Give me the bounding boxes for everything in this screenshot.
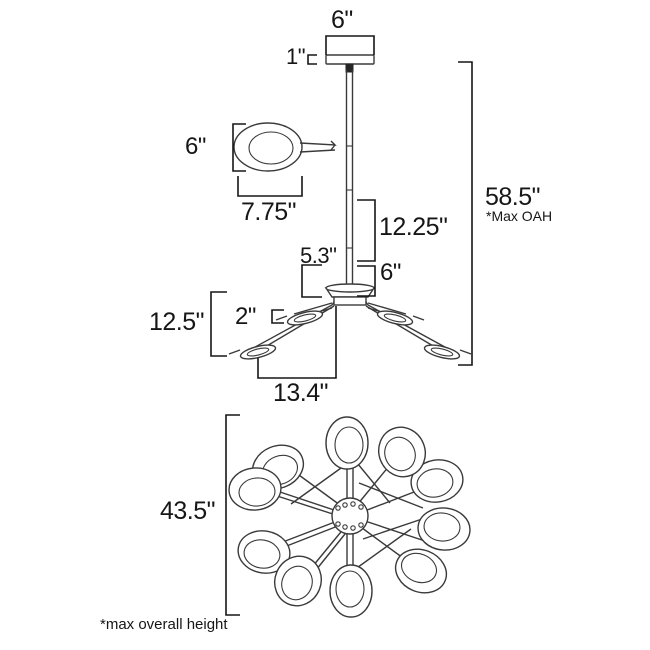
label-shade-width: 7.75" xyxy=(241,198,297,226)
label-shade-height: 6" xyxy=(185,133,206,160)
canopy xyxy=(325,54,375,73)
bracket-overall-diameter xyxy=(225,414,240,616)
bracket-canopy-width xyxy=(325,35,375,55)
bracket-shade-thickness xyxy=(271,309,284,324)
label-arm-drop: 12.5" xyxy=(149,308,205,336)
label-canopy-width: 6" xyxy=(331,6,353,34)
bracket-max-oah xyxy=(458,61,473,366)
plan-hub xyxy=(331,497,369,535)
bracket-canopy-height xyxy=(307,54,317,65)
plan-shade xyxy=(417,507,471,551)
label-upper-rod: 12.25" xyxy=(379,213,448,241)
shade-detail-view xyxy=(233,122,337,172)
plan-shades xyxy=(228,416,471,618)
label-shade-thickness: 2" xyxy=(235,303,256,330)
plan-shade xyxy=(378,426,426,478)
bracket-arm-drop xyxy=(210,291,227,357)
plan-shade xyxy=(237,530,291,574)
label-canopy-height: 1" xyxy=(286,44,306,69)
label-overall-diameter: 43.5" xyxy=(160,497,216,525)
plan-shade xyxy=(325,416,369,470)
bracket-shade-height xyxy=(232,123,246,172)
bracket-arm-spread xyxy=(257,306,337,379)
plan-shade xyxy=(410,459,464,503)
bracket-shade-width xyxy=(237,176,303,197)
bracket-lower-rod xyxy=(357,265,376,297)
label-max-oah: 58.5" xyxy=(485,183,541,211)
plan-shade xyxy=(274,555,322,607)
label-max-oah-note: *Max OAH xyxy=(486,208,553,224)
label-hub-offset: 5.3" xyxy=(300,243,337,268)
hub-assembly xyxy=(324,283,376,306)
arm-group-right xyxy=(365,301,472,360)
elevation-view xyxy=(228,54,472,360)
label-arm-spread: 13.4" xyxy=(273,379,329,407)
footnote-max-overall-height: *max overall height xyxy=(100,616,228,633)
arm-group-left xyxy=(228,301,335,360)
label-lower-rod: 6" xyxy=(380,259,401,286)
dimension-brackets xyxy=(210,35,473,616)
bracket-hub-offset xyxy=(301,264,322,298)
plan-view xyxy=(228,416,471,618)
bracket-upper-rod xyxy=(357,199,376,262)
plan-shade xyxy=(394,548,448,594)
downrod xyxy=(345,70,354,290)
plan-shade xyxy=(329,564,373,618)
plan-shade xyxy=(228,467,282,511)
